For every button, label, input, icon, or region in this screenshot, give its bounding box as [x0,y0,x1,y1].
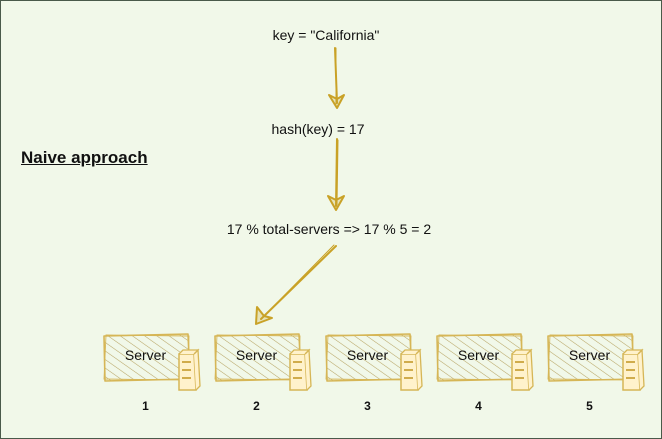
server-label: Server [346,347,389,363]
server-tower-icon [178,348,201,391]
server-2: Server 2 [213,332,328,413]
diagram-title: Naive approach [21,148,148,167]
arrow-hash-to-modulo [327,138,345,211]
server-tower-icon [511,348,534,391]
server-label: Server [124,347,167,363]
server-tower-icon [622,348,645,391]
server-number: 2 [253,399,260,413]
server-label: Server [457,347,500,363]
server-1: Server 1 [102,332,217,413]
step-modulo: 17 % total-servers => 17 % 5 = 2 [226,221,432,237]
server-number: 4 [475,399,482,413]
arrow-modulo-to-server-2 [255,244,337,325]
step-hash: hash(key) = 17 [271,121,365,137]
server-number: 1 [142,399,149,413]
server-number: 3 [364,399,371,413]
server-tower-icon [400,348,423,391]
server-5: Server 5 [546,332,661,413]
server-label: Server [568,347,611,363]
server-label: Server [235,347,278,363]
server-tower-icon [289,348,312,391]
server-number: 5 [586,399,593,413]
server-3: Server 3 [324,332,439,413]
arrow-key-to-hash [328,47,345,109]
step-key: key = "California" [272,27,380,43]
server-4: Server 4 [435,332,550,413]
